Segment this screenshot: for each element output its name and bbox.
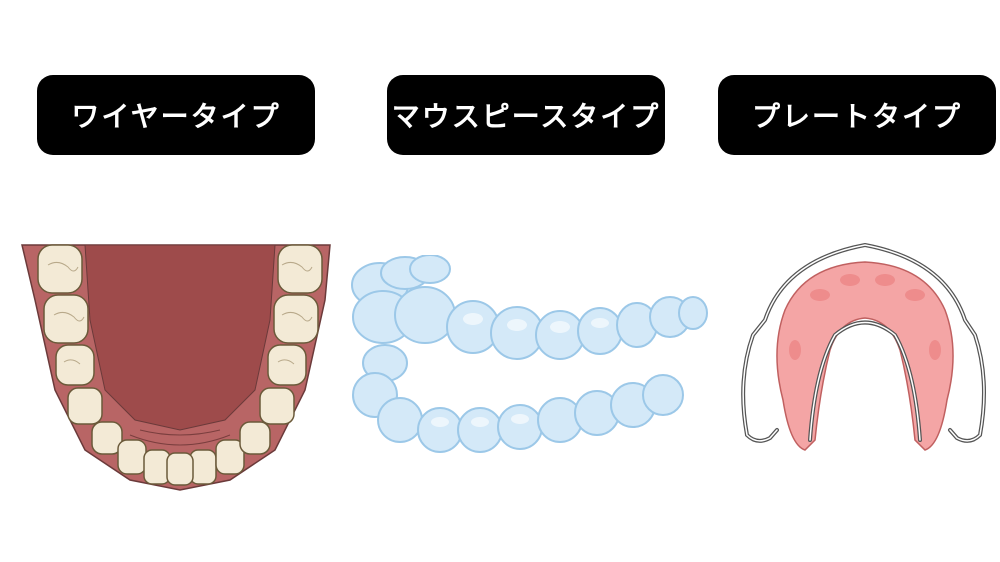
wire-type-label: ワイヤータイプ — [37, 75, 315, 155]
clear-aligner-illustration — [351, 255, 708, 453]
wire-braces-illustration — [21, 244, 331, 491]
retainer-plate-illustration — [741, 242, 986, 451]
mouthpiece-type-label: マウスピースタイプ — [387, 75, 665, 155]
plate-type-label: プレートタイプ — [718, 75, 996, 155]
